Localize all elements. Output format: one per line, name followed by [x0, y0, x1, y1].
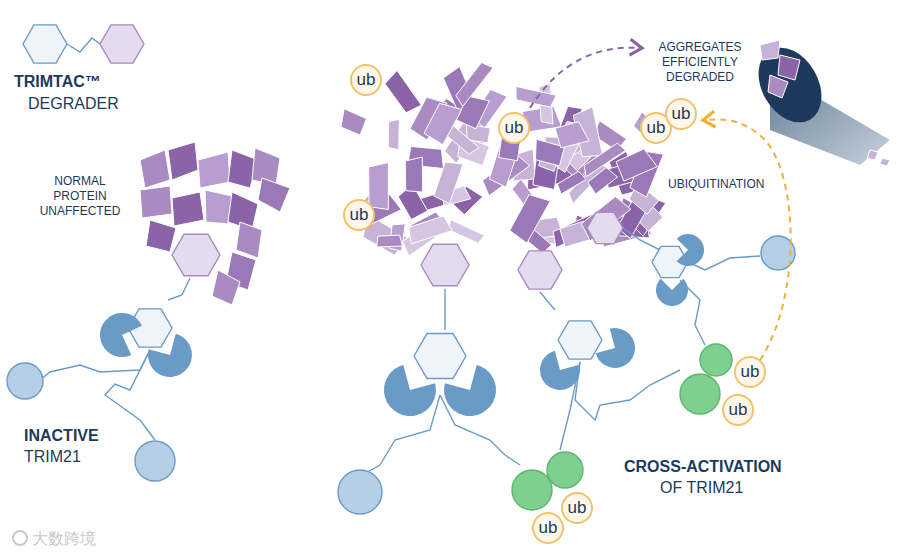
- aggregate-fragment: [456, 63, 493, 107]
- linker-line: [560, 362, 580, 450]
- ubiquitin-circle: ub: [734, 356, 766, 388]
- aggregate-fragment: [616, 149, 657, 181]
- trim21-domain: [444, 365, 496, 416]
- linker-line: [575, 362, 680, 420]
- ligand-hexagon: [558, 321, 602, 359]
- trim21-bead: [512, 470, 552, 510]
- annotation-label: NORMAL PROTEIN UNAFFECTED: [30, 174, 130, 219]
- trim21-bead: [700, 344, 732, 376]
- aggregate-fragment: [369, 163, 389, 210]
- protein-fragment: [212, 270, 240, 305]
- annotation-label: OF TRIM21: [660, 478, 780, 498]
- trim21-bead: [680, 374, 720, 414]
- aggregate-fragment: [557, 171, 586, 194]
- ubiquitin-label: ub: [672, 104, 691, 124]
- annotation-label: AGGREGATES EFFICIENTLY DEGRADED: [640, 40, 760, 85]
- ubiquitin-label: ub: [647, 118, 666, 138]
- ubiquitin-label: ub: [568, 498, 587, 518]
- protein-fragment: [258, 178, 290, 212]
- annotation-label: TRIM21: [24, 447, 164, 467]
- ubiquitin-circle: ub: [532, 512, 564, 544]
- watermark-logo: [13, 531, 27, 545]
- linker-line: [67, 38, 100, 52]
- degraded-fragment: [768, 75, 788, 98]
- trim21-domain: [540, 351, 580, 390]
- protein-fragment: [172, 192, 204, 226]
- ubiquitin-label: ub: [741, 362, 760, 382]
- degradation-arrow: [530, 48, 640, 108]
- ubiquitin-label: ub: [505, 118, 524, 138]
- trim21-bead: [547, 452, 583, 488]
- linker-line: [680, 280, 705, 345]
- aggregate-fragment: [510, 195, 551, 244]
- trim21-domain: [100, 313, 142, 357]
- aggregate-fragment: [516, 86, 556, 107]
- linker-line: [440, 395, 520, 465]
- linker-line: [444, 289, 445, 330]
- watermark: 大数跨境: [32, 529, 152, 549]
- trim21-bead: [338, 470, 382, 514]
- ubiquitin-circle: ub: [498, 112, 530, 144]
- trim21-bead: [135, 441, 175, 481]
- linker-line: [362, 395, 440, 475]
- aggregate-fragment: [424, 103, 462, 144]
- linker-line: [105, 350, 155, 440]
- ligand-hexagon: [421, 244, 469, 286]
- protein-fragment: [140, 150, 170, 188]
- aggregate-fragment: [385, 71, 422, 113]
- linker-line: [168, 278, 190, 300]
- protein-fragment: [168, 142, 198, 180]
- ubiquitin-label: ub: [729, 400, 748, 420]
- ubiquitination-arrow: [705, 119, 791, 360]
- protein-fragment: [236, 222, 262, 258]
- trim21-bead: [7, 363, 43, 399]
- aggregate-fragment: [409, 216, 452, 244]
- aggregate-fragment: [555, 122, 589, 148]
- degraded-fragment: [778, 55, 800, 80]
- aggregate-fragment: [377, 235, 403, 247]
- trim21-domain: [384, 365, 436, 416]
- proteasome: [746, 36, 834, 133]
- annotation-label: INACTIVE: [24, 426, 164, 446]
- protein-fragment: [146, 220, 176, 252]
- ubiquitin-label: ub: [539, 518, 558, 538]
- protein-fragment: [198, 152, 230, 188]
- ubiquitin-label: ub: [350, 205, 369, 225]
- aggregate-fragment: [405, 157, 422, 192]
- aggregate-fragment: [449, 220, 485, 244]
- ligand-hexagon: [172, 234, 220, 276]
- trim21-domain: [677, 234, 704, 266]
- aggregate-fragment: [584, 143, 626, 177]
- ligand-hexagon: [100, 25, 144, 63]
- annotation-label: CROSS-ACTIVATION: [624, 457, 824, 477]
- trim21-domain: [596, 328, 635, 368]
- protein-fragment: [140, 186, 172, 218]
- aggregate-fragment: [341, 109, 367, 135]
- ubiquitin-circle: ub: [350, 64, 382, 96]
- annotation-label: UBIQUITINATION: [668, 177, 808, 192]
- ubiquitin-circle: ub: [722, 394, 754, 426]
- ligand-hexagon: [518, 251, 562, 289]
- aggregate-fragment: [388, 119, 399, 149]
- ligand-hexagon: [587, 212, 623, 243]
- peptide-fragment: [867, 150, 878, 160]
- ligand-hexagon: [414, 334, 466, 379]
- linker-line: [40, 350, 150, 380]
- degraded-fragment: [760, 40, 780, 60]
- annotation-label: DEGRADER: [28, 94, 168, 114]
- linker-line: [623, 228, 660, 250]
- ubiquitin-circle: ub: [665, 98, 697, 130]
- ubiquitin-circle: ub: [343, 199, 375, 231]
- annotation-label: TRIMTAC™: [14, 72, 154, 92]
- linker-line: [688, 256, 760, 270]
- ubiquitin-circle: ub: [561, 492, 593, 524]
- linker-line: [540, 292, 555, 310]
- ubiquitin-label: ub: [357, 70, 376, 90]
- ligand-hexagon: [23, 25, 67, 63]
- trim21-domain: [148, 334, 192, 377]
- aggregate-fragment: [434, 162, 463, 204]
- peptide-fragment: [880, 158, 890, 166]
